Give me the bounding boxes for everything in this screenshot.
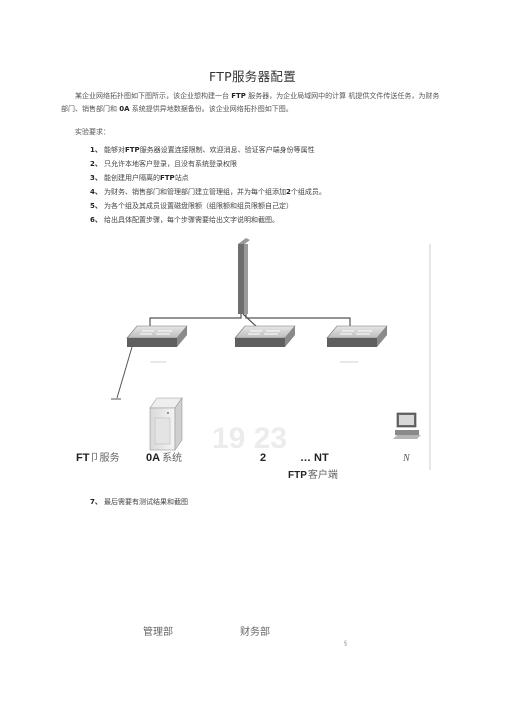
requirement-num: 3、 [90, 174, 102, 182]
switch-right-icon [326, 325, 388, 347]
requirement-pre: 能创建用户隔离的 [104, 174, 160, 182]
label-number-2: 2 [260, 452, 266, 464]
faint-mark [150, 361, 166, 363]
requirement-item: 3、能创建用户隔离的FTP站点 [90, 173, 189, 183]
link-core-left [149, 314, 242, 328]
intro-paragraph: 某企业网络拓扑图如下图所示，该企业想构建一台 FTP 服务器，为企业局域网中的计… [61, 90, 441, 116]
requirements-heading: 实验要求： [75, 128, 110, 136]
faint-mark [340, 361, 358, 363]
label-nt: … NT [300, 452, 329, 464]
requirement-item: 5、为各个组及其成员设置磁盘限额（组限额和组员限额自己定） [90, 201, 293, 211]
requirement-num: 4、 [90, 188, 102, 196]
requirement-num: 1、 [90, 146, 102, 154]
requirement-post: 个组成员。 [290, 188, 326, 196]
requirement-pre: 为各个组及其成员设置磁盘限额（组限额和组员限额自己定） [104, 202, 293, 210]
requirement-bold: FTP [125, 146, 140, 154]
requirement-num: 2、 [90, 160, 102, 168]
faint-large-text: 19 23 [212, 422, 287, 455]
requirement-pre: 给出具体配置步骤，每个步骤需要给出文字说明和截图。 [104, 216, 279, 224]
requirement-pre: 能够对 [104, 146, 125, 154]
dept-finance: 财务部 [240, 627, 270, 638]
intro-part-1: 某企业网络拓扑图如下图所示，该企业想构建一台 [75, 92, 229, 100]
requirement-7-number: 7、 [90, 498, 102, 506]
workstation-icon [393, 412, 421, 439]
requirement-7: 7、最后需要有测试结果和截图 [90, 497, 188, 507]
requirement-bold: FTP [160, 174, 175, 182]
link-core-right [245, 314, 351, 328]
intro-part-2: 服务器，为企业局域网中的计算 机提供文件传送任务，为财务部门、销售部门和 [61, 92, 440, 113]
intro-ftp: FTP [231, 92, 246, 100]
server-icon [149, 397, 183, 451]
requirement-post: 服务器设置连接限制、欢迎消息、验证客户端身份等属性 [139, 146, 315, 154]
label-ftp-server: FT卩服务 [76, 451, 119, 464]
label-n: N [402, 453, 411, 464]
foot-mark: § [344, 640, 347, 647]
link-left-diagonal [116, 346, 133, 399]
requirement-7-text: 最后需要有测试结果和截图 [104, 498, 188, 506]
core-switch-icon [238, 238, 250, 314]
requirement-bold: 2 [286, 188, 291, 196]
requirement-post: 站点 [174, 174, 189, 182]
label-ftp-client: FTP客户端 [288, 468, 338, 481]
doc-title: FTP服务器配置 [208, 69, 297, 84]
dept-management: 管理部 [143, 627, 173, 638]
requirement-item: 2、只允许本地客户登录，且没有系统登录权限 [90, 159, 237, 169]
requirement-item: 6、给出具体配置步骤，每个步骤需要给出文字说明和截图。 [90, 215, 279, 225]
intro-part-3: 系统提供异地数据备份。该企业网络拓扑图如下图。 [131, 105, 293, 113]
switch-left-icon [126, 325, 188, 347]
requirement-num: 5、 [90, 202, 102, 210]
requirement-num: 6、 [90, 216, 102, 224]
intro-oa: 0A [119, 105, 130, 113]
requirement-pre: 为财务、销售部门和管理部门建立管理组，并为每个组添加 [104, 188, 286, 196]
switch-middle-icon [234, 325, 296, 347]
requirement-item: 4、为财务、销售部门和管理部门建立管理组，并为每个组添加2个组成员。 [90, 187, 326, 197]
requirement-pre: 只允许本地客户登录，且没有系统登录权限 [104, 160, 237, 168]
requirement-item: 1、能够对FTP服务器设置连接限制、欢迎消息、验证客户端身份等属性 [90, 145, 315, 155]
